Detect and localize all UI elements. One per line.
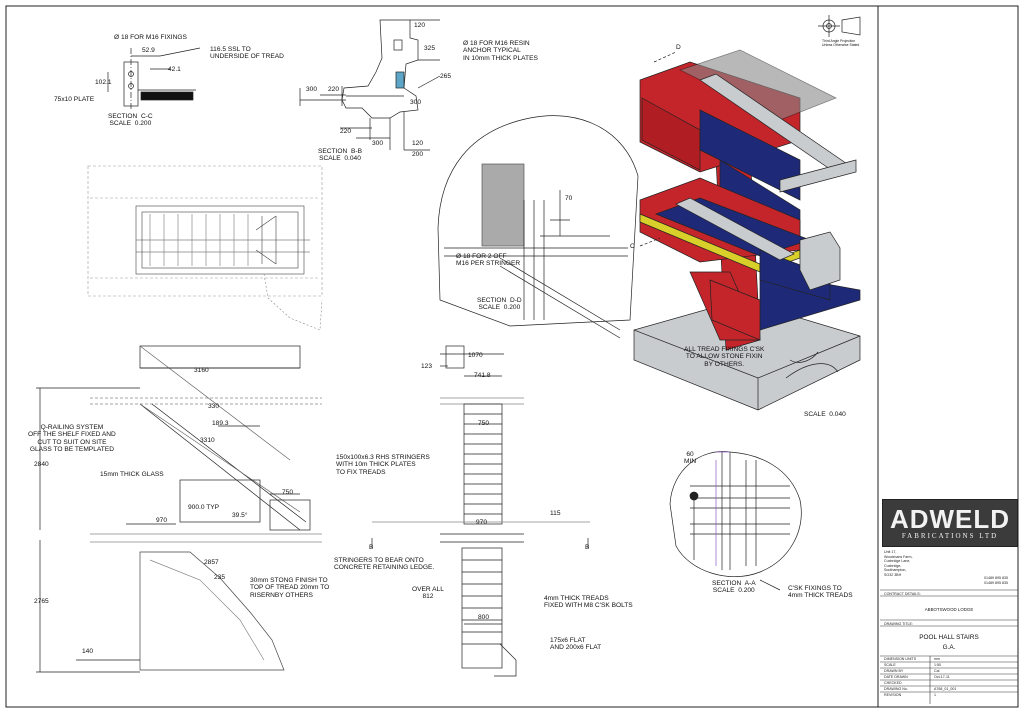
label-cc-dim-529: 52.9: [142, 47, 155, 54]
label-side-3310: 3310: [200, 437, 215, 444]
label-cc-dim-1021: 102.1: [95, 79, 112, 86]
label-front-1070: 1070: [468, 352, 483, 359]
label-bb-anchor: Ø 18 FOR M16 RESIN ANCHOR TYPICAL IN 10m…: [463, 40, 538, 62]
row-label-date: DATE DRAWN: [884, 675, 908, 679]
label-side-angle: 39.5°: [232, 512, 248, 519]
section-aa-title: SECTION A-A SCALE 0.200: [712, 580, 756, 595]
label-front-treads: 4mm THICK TREADS FIXED WITH M8 C'SK BOLT…: [544, 595, 633, 610]
label-aa-csk: C'SK FIXINGS TO 4mm THICK TREADS: [788, 585, 853, 600]
label-bb-120-top: 120: [414, 22, 426, 29]
label-front-cut-b-left: B: [369, 544, 374, 551]
section-cc-title: SECTION C-C SCALE 0.200: [108, 113, 153, 128]
row-label-drawing-no: DRAWING No.: [884, 687, 908, 691]
plan-view-drawing: [87, 165, 323, 331]
label-side-1893: 189.3: [212, 420, 229, 427]
sheet-border: [5, 5, 1019, 708]
label-dd-note: Ø 18 FOR 2 OFF M16 PER STRINGER: [456, 253, 521, 268]
contract-name: ABBOTSWOOD LODGE: [924, 607, 974, 612]
side-elevation-drawing: [36, 345, 322, 673]
label-bb-220-left: 220: [328, 86, 340, 93]
section-bb-drawing: [299, 19, 441, 151]
company-address: Unit 17, Woodmans Farm, Cuxbridge Lane, …: [884, 550, 913, 577]
label-dd-70: 70: [565, 195, 573, 202]
row-value-revision: 1: [934, 693, 936, 697]
label-side-970: 970: [156, 517, 168, 524]
label-side-glass: 15mm THICK GLASS: [100, 471, 164, 478]
section-dd-drawing: [437, 115, 639, 339]
label-iso-cut-d: D: [676, 44, 681, 51]
label-side-900: 900.0 TYP: [188, 504, 220, 511]
label-side-235: 235: [214, 574, 226, 581]
row-label-checked: CHECKED: [884, 681, 902, 685]
company-logo: ADWELD FABRICATIONS LTD: [882, 499, 1018, 547]
label-iso-scale: SCALE 0.040: [804, 411, 846, 418]
label-side-stringers: STRINGERS TO BEAR ONTO CONCRETE RETAININ…: [334, 557, 435, 572]
label-iso-cut-c: C: [630, 243, 635, 250]
label-front-800: 800: [478, 614, 490, 621]
label-bb-200: 200: [412, 151, 424, 158]
section-bb-title: SECTION B-B SCALE 0.040: [318, 148, 362, 163]
label-bb-220-bottom: 220: [340, 128, 352, 135]
row-label-drawn-by: DRAWN BY: [884, 669, 904, 673]
label-front-970: 970: [476, 519, 488, 526]
label-projection-note: Third Angle Projection Unless Otherwise …: [822, 39, 860, 47]
label-front-overall: OVER ALL 812: [412, 586, 444, 601]
label-bb-120-bottom: 120: [412, 140, 424, 147]
label-cc-ssl: 116.5 SSL TO UNDERSIDE OF TREAD: [210, 46, 284, 61]
row-label-revision: REVISION: [884, 693, 902, 697]
label-side-stone: 30mm STONG FINISH TO TOP OF TREAD 20mm T…: [250, 577, 330, 599]
section-cc-drawing: [107, 47, 201, 110]
title-block: ADWELD FABRICATIONS LTD Unit 17, Woodman…: [880, 6, 1018, 707]
company-phone: 01489 895 835 01489 895 835: [984, 576, 1008, 585]
section-dd-title: SECTION D-D SCALE 0.200: [477, 297, 522, 312]
label-front-flat: 175x6 FLAT AND 200x6 FLAT: [550, 637, 602, 652]
label-front-115: 115: [550, 510, 561, 517]
label-iso-note: ALL TREAD FIXINGS C'SK TO ALLOW STONE FI…: [684, 346, 765, 368]
label-bb-300-left: 300: [306, 86, 318, 93]
title-block-lines: [880, 589, 1018, 704]
row-value-drawn-by: Cal: [934, 669, 940, 673]
label-bb-265: 265: [440, 73, 452, 80]
drawing-subtitle: G.A.: [942, 644, 956, 651]
label-cc-dim-421: 42.1: [168, 66, 181, 73]
label-front-123: 123: [421, 363, 433, 370]
label-aa-min: 60 MIN: [684, 451, 697, 466]
row-value-units: mm: [934, 657, 940, 661]
contract-label: CONTRACT DETAILS:: [884, 592, 921, 596]
logo-subtext: FABRICATIONS LTD: [901, 532, 999, 540]
label-side-rhs: 150x100x6.3 RHS STRINGERS WITH 10m THICK…: [336, 454, 430, 476]
label-bb-325: 325: [424, 45, 436, 52]
label-side-140: 140: [82, 648, 94, 655]
label-bb-300-right: 300: [410, 99, 422, 106]
label-cc-hole: Ø 18 FOR M16 FIXINGS: [114, 34, 187, 41]
label-front-750: 750: [478, 420, 490, 427]
label-front-cut-b-right: B: [585, 544, 590, 551]
row-label-units: DIMENSION UNITS: [884, 657, 917, 661]
row-value-date: Oct-17-11: [934, 675, 950, 679]
drawing-title-label: DRAWING TITLE:: [884, 622, 913, 626]
section-aa-drawing: [669, 451, 802, 591]
label-front-7418: 741.8: [474, 372, 491, 379]
label-side-2765: 2765: [34, 598, 49, 605]
label-cc-plate: 75x10 PLATE: [54, 96, 95, 103]
label-side-3160: 3160: [194, 367, 209, 374]
label-bb-300-bottom: 300: [372, 140, 384, 147]
row-value-drawing-no: A768_01_001: [934, 687, 957, 691]
label-side-2840: 2840: [34, 461, 49, 468]
isometric-view: [633, 15, 861, 411]
logo-text: ADWELD: [889, 504, 1011, 534]
label-side-2857: 2857: [204, 559, 219, 566]
label-side-330: 330: [208, 403, 220, 410]
label-side-railing: Q-RAILING SYSTEM OFF THE SHELF FIXED AND…: [28, 424, 116, 454]
row-label-scale: SCALE: [884, 663, 896, 667]
row-value-scale: 1:50: [934, 663, 941, 667]
drawing-title: POOL HALL STAIRS: [919, 634, 979, 641]
label-side-750: 750: [282, 489, 294, 496]
front-elevation-drawing: [371, 345, 590, 677]
